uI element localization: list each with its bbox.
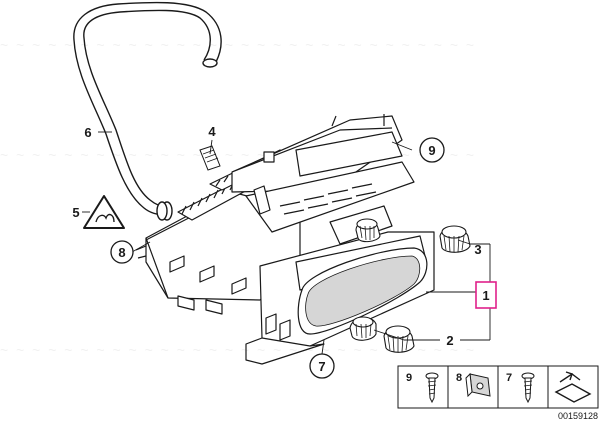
- callout-5[interactable]: 5: [72, 205, 79, 220]
- callout-6-label: 6: [84, 125, 91, 140]
- callout-7[interactable]: 7: [309, 353, 335, 379]
- knob-bottom: [349, 316, 377, 341]
- document-number: 00159128: [558, 411, 598, 421]
- legend-number-screw-9: 9: [406, 372, 412, 384]
- rotary-knob-2: [383, 325, 415, 353]
- rotary-knob-3: [439, 225, 471, 253]
- callout-2-label: 2: [446, 333, 453, 348]
- legend-number-clip-8: 8: [456, 372, 462, 384]
- svg-text:~ ~ ~ ~ ~ ~ ~ ~ ~ ~ ~ ~ ~ ~ ~: ~ ~ ~ ~ ~ ~ ~ ~ ~ ~ ~ ~ ~ ~ ~ ~ ~ ~ ~ ~ …: [0, 147, 476, 163]
- callout-9-label: 9: [428, 143, 435, 158]
- hose: [73, 1, 222, 221]
- callout-5-label: 5: [72, 205, 79, 220]
- callout-4[interactable]: 4: [208, 124, 216, 139]
- callout-8-label: 8: [118, 245, 125, 260]
- callout-9[interactable]: 9: [419, 137, 445, 163]
- legend-number-screw-7: 7: [506, 372, 512, 384]
- callout-3-label: 3: [474, 242, 481, 257]
- nut-clip-icon: [465, 372, 491, 398]
- warning-triangle-icon: [83, 195, 125, 229]
- spring-pin: [199, 145, 221, 171]
- svg-text:~ ~ ~ ~ ~ ~ ~ ~ ~ ~ ~ ~ ~ ~ ~: ~ ~ ~ ~ ~ ~ ~ ~ ~ ~ ~ ~ ~ ~ ~ ~ ~ ~ ~ ~ …: [0, 342, 476, 358]
- callout-6[interactable]: 6: [84, 125, 91, 140]
- knob-top: [355, 218, 381, 243]
- callout-3[interactable]: 3: [474, 242, 481, 257]
- callout-8[interactable]: 8: [110, 240, 134, 264]
- fastener-legend: 9 8 7: [397, 365, 599, 409]
- callout-2[interactable]: 2: [446, 333, 453, 348]
- callout-7-label: 7: [318, 359, 325, 374]
- callout-1[interactable]: 1: [475, 281, 497, 309]
- screw-icon: [425, 372, 439, 404]
- svg-text:~ ~ ~ ~ ~ ~ ~ ~ ~ ~ ~ ~ ~ ~ ~: ~ ~ ~ ~ ~ ~ ~ ~ ~ ~ ~ ~ ~ ~ ~ ~ ~ ~ ~ ~ …: [0, 37, 476, 53]
- screw-icon: [521, 372, 535, 404]
- callout-1-label: 1: [482, 288, 489, 303]
- callout-4-label: 4: [208, 124, 216, 139]
- arrow-sheet-icon: [554, 371, 592, 403]
